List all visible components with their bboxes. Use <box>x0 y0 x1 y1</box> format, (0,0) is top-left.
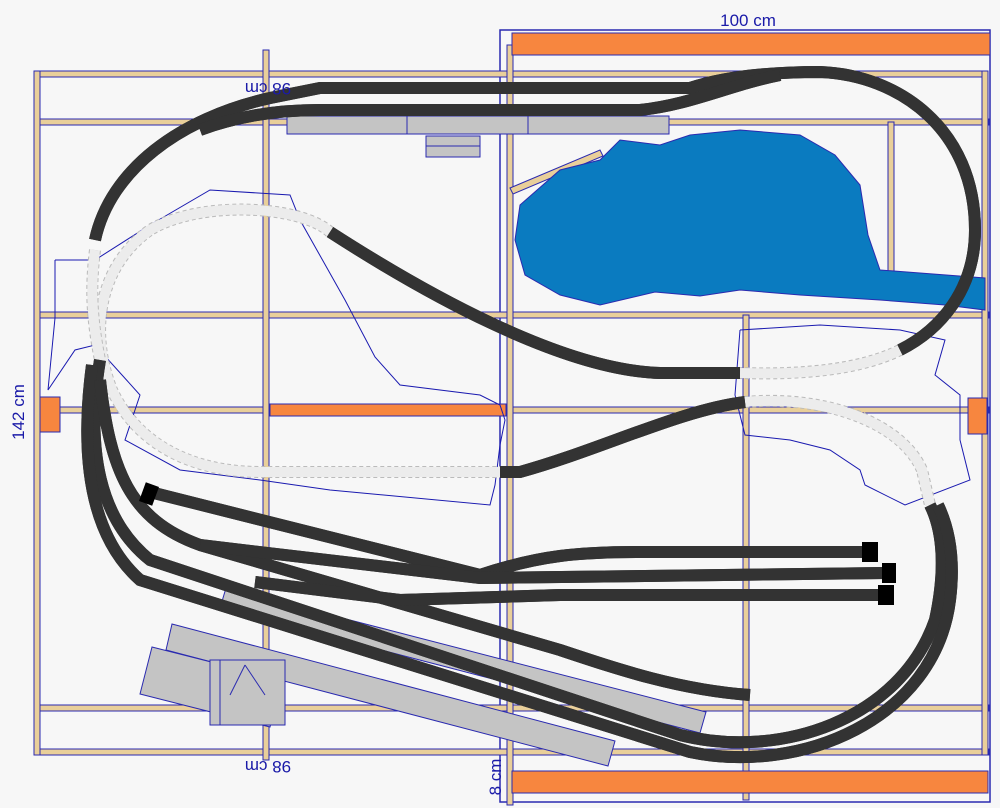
support-right <box>967 397 988 435</box>
tunnel-tracks <box>86 203 936 507</box>
tracks <box>87 65 982 757</box>
bottom-depth-label: 8 cm <box>486 759 505 796</box>
top-inner-width-label: 98 cm <box>245 79 291 98</box>
left-height-label: 142 cm <box>9 384 28 440</box>
support-left <box>39 396 61 433</box>
buffer-stops <box>139 482 896 605</box>
support-middle <box>269 403 507 417</box>
support-bottom <box>511 770 989 794</box>
bottom-inner-width-label: 98 cm <box>245 757 291 776</box>
lake <box>514 129 986 311</box>
support-top <box>511 32 991 56</box>
top-width-label: 100 cm <box>720 11 776 30</box>
